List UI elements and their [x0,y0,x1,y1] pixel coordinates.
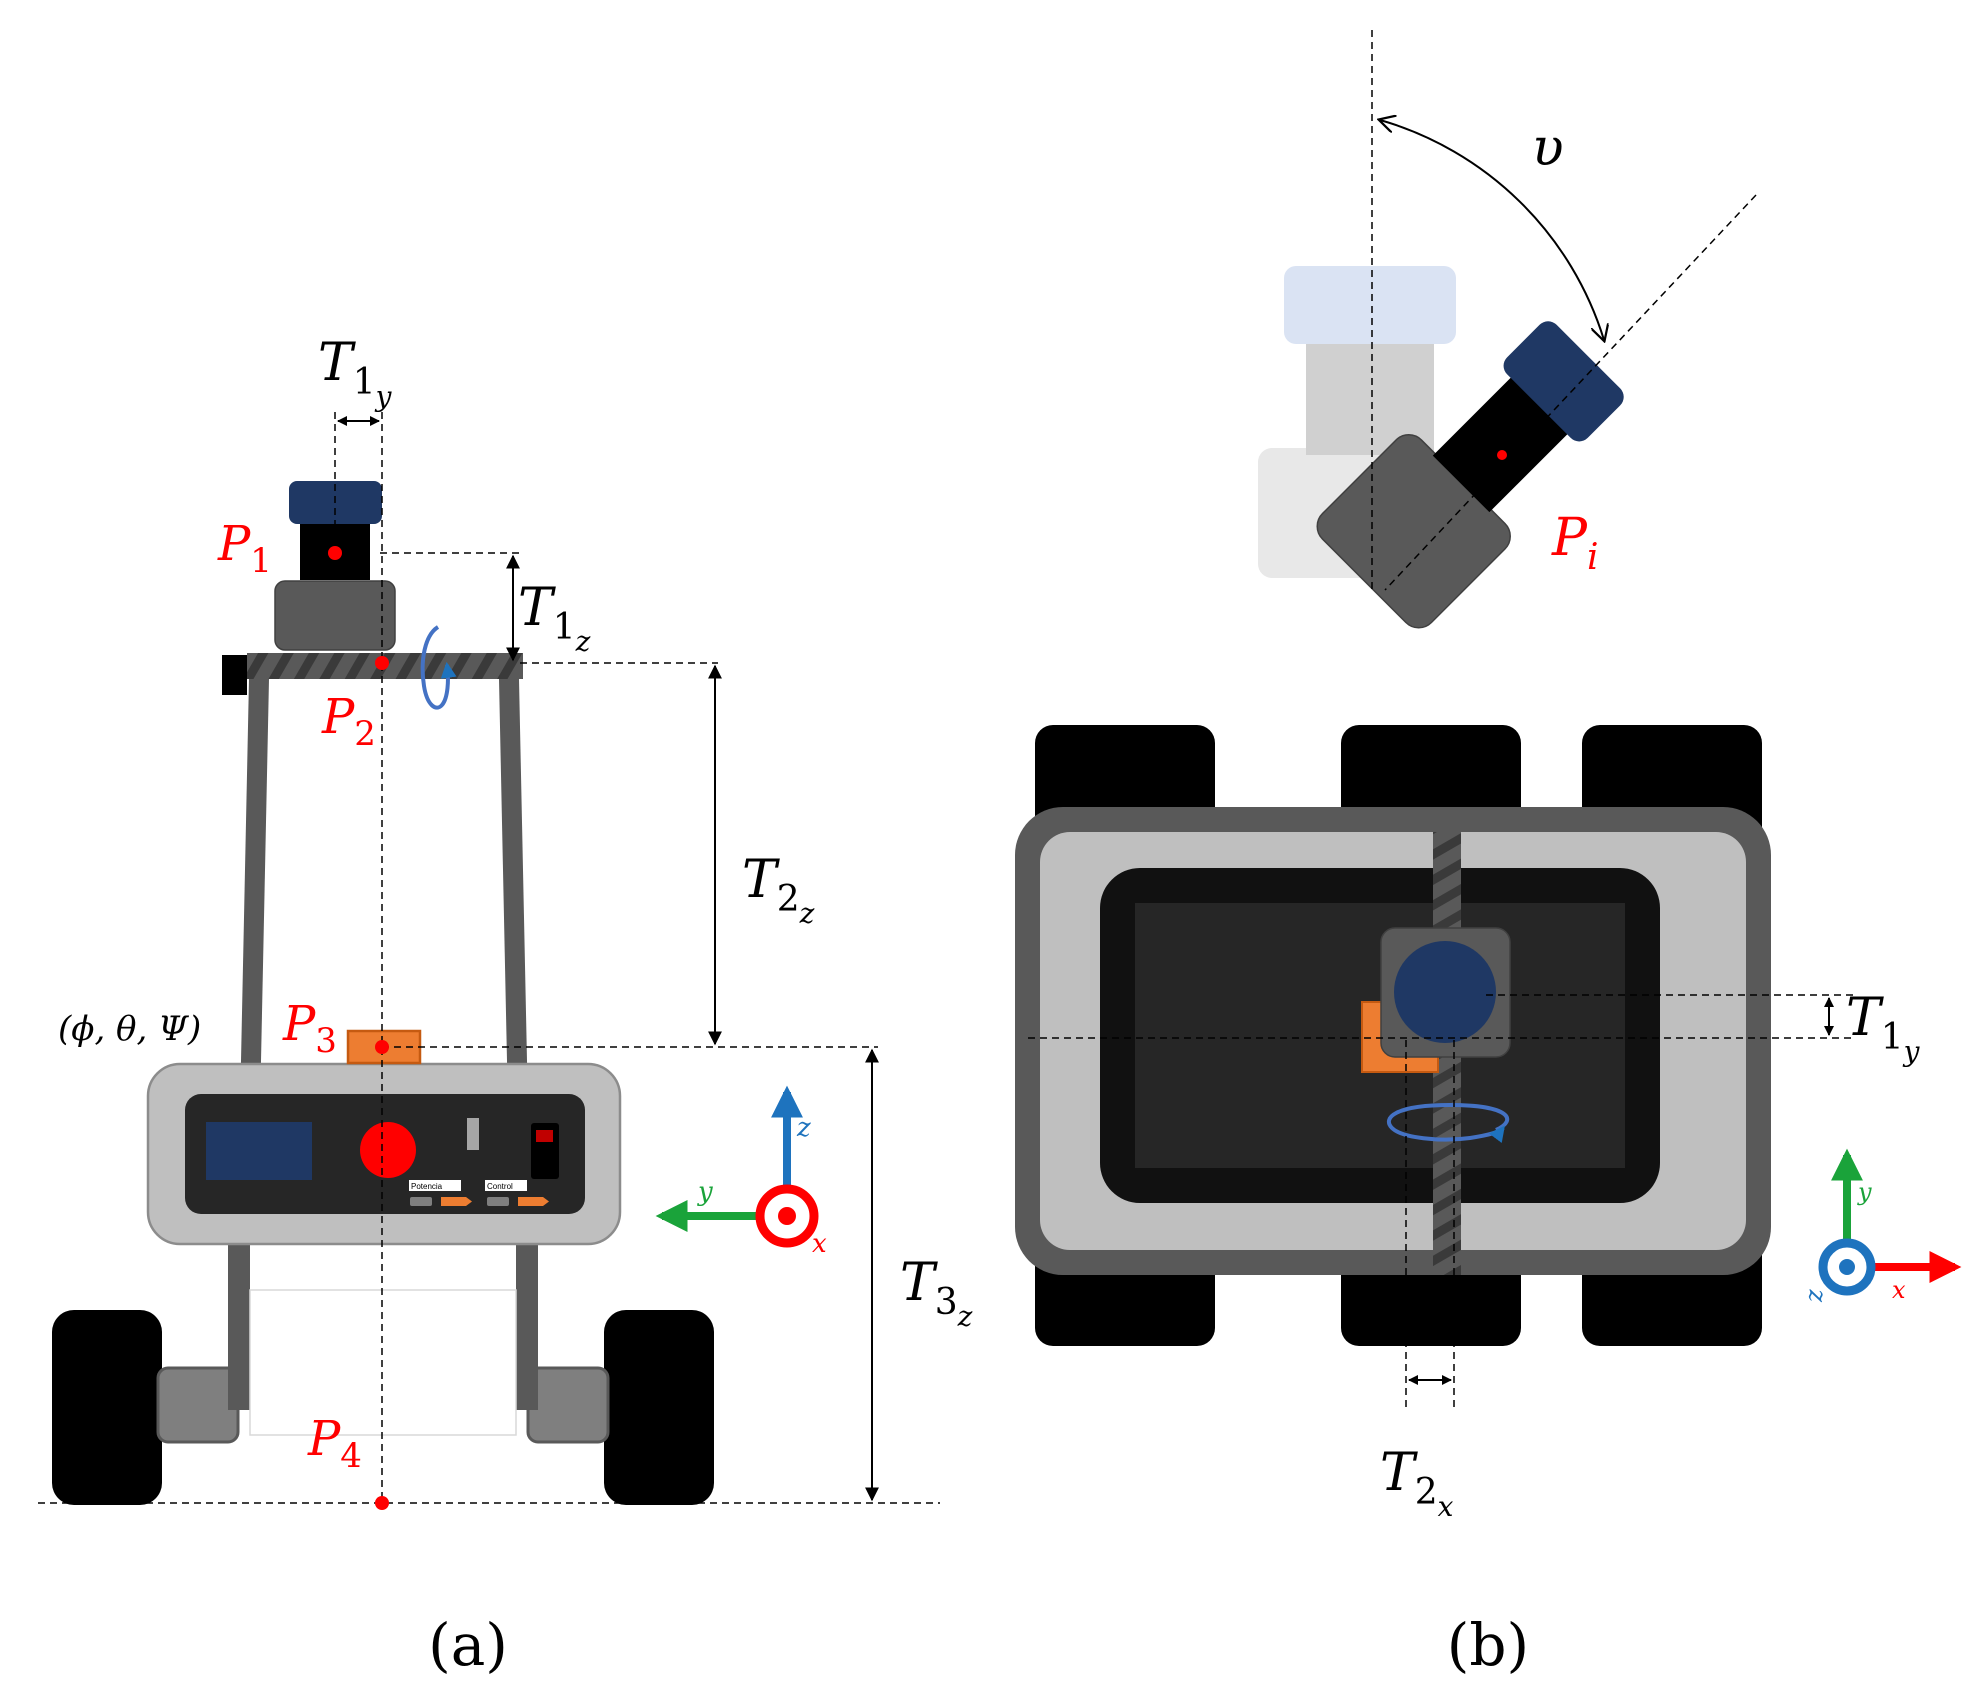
right-wheel [604,1310,714,1505]
label-Pi: Pi [1551,508,1599,578]
rotated-camera [1316,321,1624,629]
connector-orange-1 [441,1197,472,1206]
label-potencia-plate [409,1180,461,1191]
left-wheel [52,1310,162,1505]
frame-a-x-label: x [812,1229,827,1259]
left-wheel-hub [156,1366,240,1444]
frame-b-z-label: z [1800,1289,1828,1303]
connector-gray-2 [487,1197,509,1206]
rotation-arrow-z [420,625,457,710]
frame-b-x-label: x [1892,1276,1906,1304]
frame-b-z-dot [1839,1259,1855,1275]
angle-arc [1380,120,1604,340]
display-screen [206,1122,312,1180]
lower-leg-left [228,1245,250,1410]
label-P3: P3 [282,996,337,1061]
side-bracket [222,655,247,695]
right-wheel-hub [526,1366,610,1444]
power-switch-red [536,1130,553,1142]
point-P2 [375,656,389,670]
frame-b: y z x [1800,1148,1962,1304]
upper-leg-right [498,671,528,1069]
label-T1y-b: T1y [1846,988,1921,1068]
caption-a: (a) [428,1611,508,1679]
frame-a-y-label: y [697,1177,713,1207]
emergency-stop-button [360,1122,416,1178]
label-upsilon: υ [1532,118,1564,178]
panel-a: Potencia Control [38,333,973,1679]
upper-leg-left [240,671,270,1069]
label-T1y: T1y [318,333,393,413]
caption-b: (b) [1447,1611,1529,1679]
frame-a-z-label: z [796,1113,811,1143]
ghost-camera-cap [1284,266,1456,344]
point-P4 [375,1496,389,1510]
lower-panel [249,1289,517,1436]
label-T3z: T3z [900,1253,973,1333]
point-P3 [375,1040,389,1054]
connector-gray-1 [410,1197,432,1206]
guide-rotated-axis [1384,194,1757,591]
label-control: Control [487,1182,513,1191]
label-angles: (ϕ, θ, Ψ) [58,1009,201,1049]
label-P1: P1 [217,516,272,581]
label-T1z: T1z [518,578,591,658]
panel-b: υ Pi T1y T2x y [1015,30,1962,1679]
label-control-plate [485,1180,527,1191]
frame-a-x-dot [778,1207,796,1225]
frame-a: z y x [655,1085,827,1259]
label-T2x-b: T2x [1380,1443,1454,1523]
camera-top-view [1394,941,1496,1043]
rotated-camera-cap [1503,321,1624,442]
lower-leg-right [516,1245,538,1410]
label-P2: P2 [321,689,376,754]
label-potencia: Potencia [411,1182,443,1191]
rotation-arrow-top [1386,1102,1510,1144]
servo-body [274,580,396,651]
point-Pi [1497,450,1507,460]
frame-b-y-label: y [1857,1178,1872,1206]
label-T2z: T2z [742,850,815,930]
switch-gray [467,1118,479,1150]
label-P4: P4 [307,1411,362,1476]
connector-orange-2 [518,1197,549,1206]
point-P1 [328,546,342,560]
ghost-camera-body [1306,330,1434,455]
